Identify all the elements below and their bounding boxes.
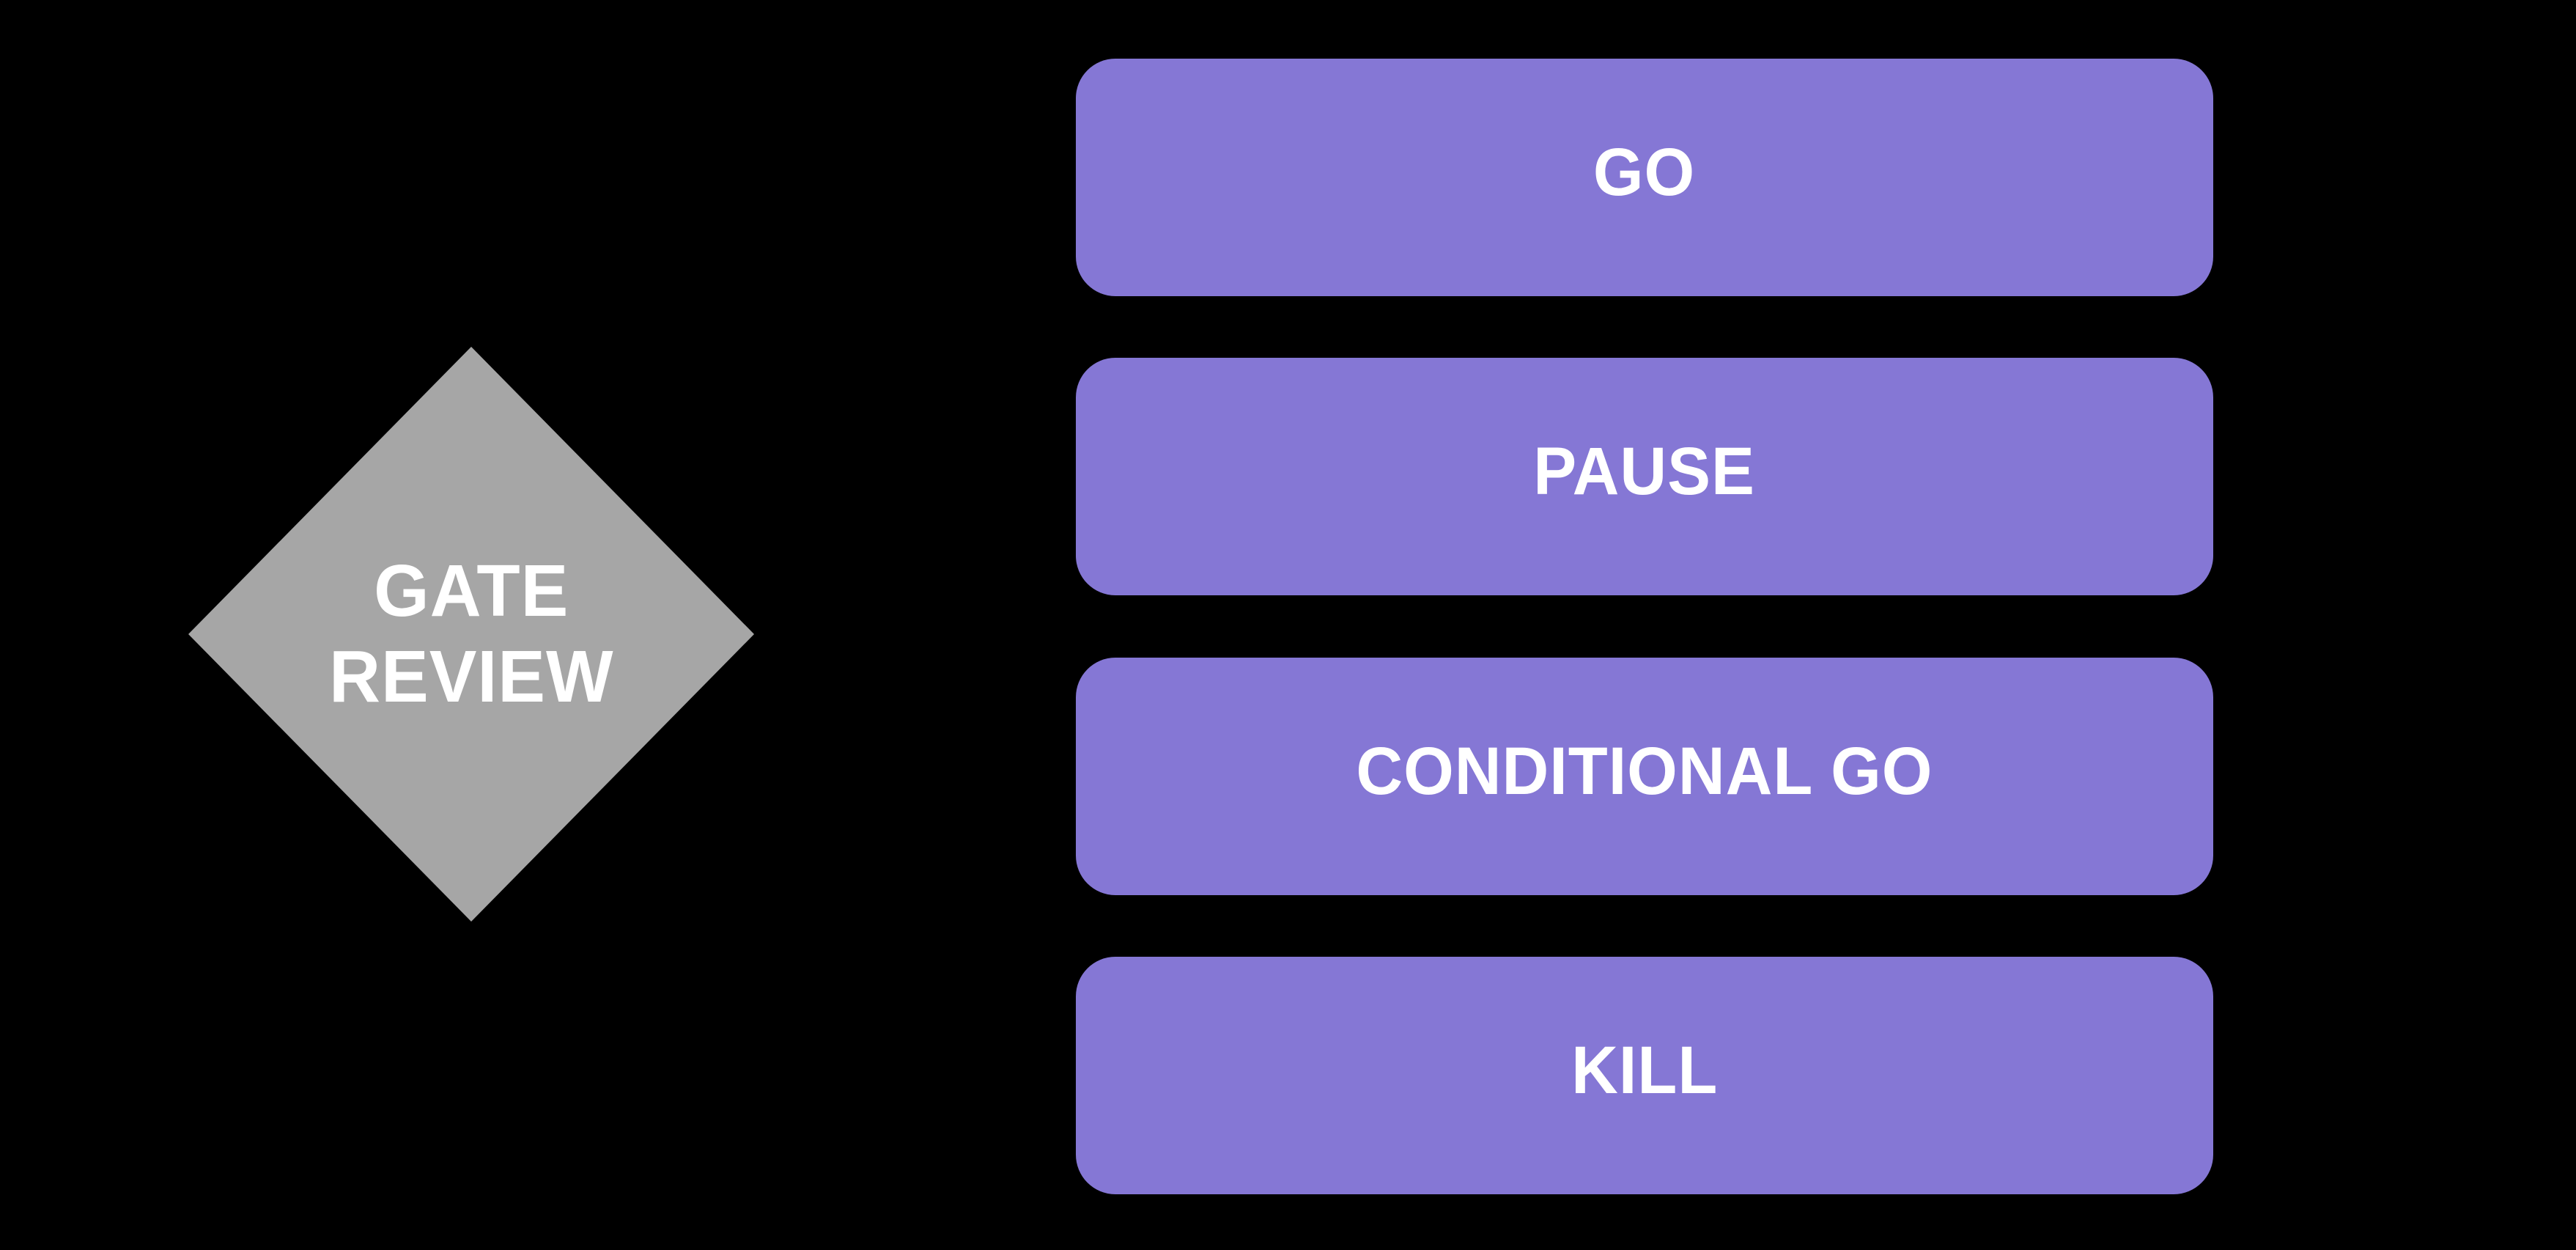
decision-option-go-label: GO — [1593, 134, 1696, 210]
gate-review-decision-diamond: GATE REVIEW — [188, 347, 754, 922]
decision-option-kill: KILL — [1076, 957, 2213, 1194]
decision-option-go: GO — [1076, 59, 2213, 296]
decision-option-kill-label: KILL — [1571, 1032, 1719, 1108]
decision-option-conditional-go: CONDITIONAL GO — [1076, 658, 2213, 895]
gate-review-label: GATE REVIEW — [329, 548, 613, 720]
decision-option-pause: PAUSE — [1076, 358, 2213, 595]
gate-review-label-line2: REVIEW — [328, 636, 614, 718]
decision-option-conditional-go-label: CONDITIONAL GO — [1356, 733, 1933, 809]
gate-review-label-line1: GATE — [373, 550, 569, 632]
decision-option-pause-label: PAUSE — [1533, 433, 1756, 509]
